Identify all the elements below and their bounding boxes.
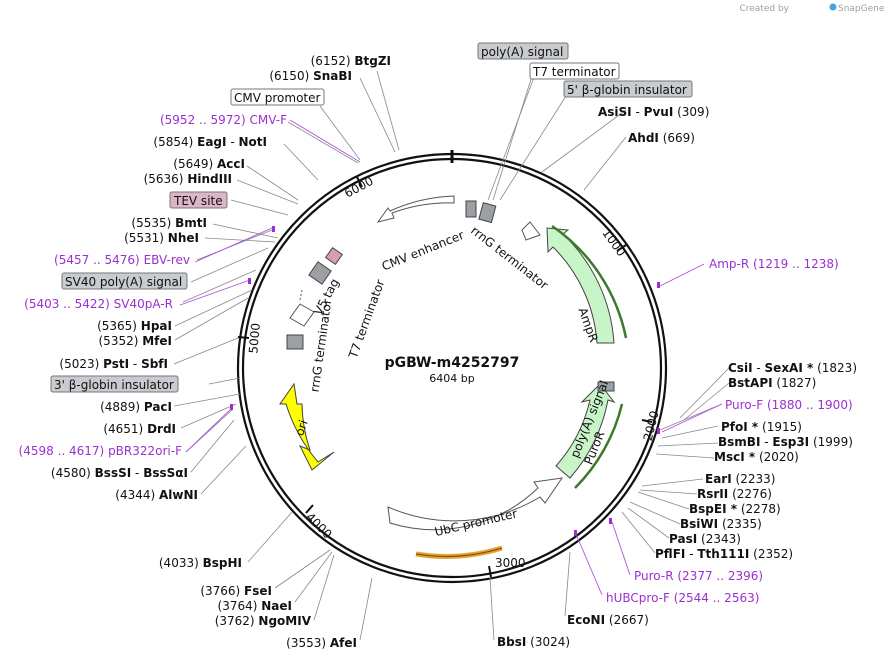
ampr-orf-line <box>551 224 628 339</box>
site-bbsi: BbsI (3024) <box>497 635 570 649</box>
site-hpai: (5365) HpaI <box>97 319 172 333</box>
primer-puro-r: Puro-R (2377 .. 2396) <box>634 569 763 583</box>
site-snabi: (6150) SnaBI <box>269 69 352 83</box>
ori-label: ori <box>292 418 310 437</box>
cmv-enhancer-arrow[interactable] <box>376 195 455 223</box>
site-btgzi: (6152) BtgZI <box>311 54 391 68</box>
ampr-arrow[interactable] <box>546 227 615 344</box>
site-psti-sbfi: (5023) PstI - SbfI <box>59 357 168 371</box>
t7-terminator-label: T7 terminator <box>346 278 388 361</box>
site-labels-left: (6152) BtgZI (6150) SnaBI (5952 .. 5972)… <box>19 54 391 650</box>
site-ngomiv: (3762) NgoMIV <box>215 614 312 628</box>
t7-terminator-box-label <box>529 62 620 80</box>
site-econi: EcoNI (2667) <box>567 613 649 627</box>
primer-leader-lines <box>179 119 723 596</box>
puror-orf-line <box>574 403 624 489</box>
site-mfei: (5352) MfeI <box>99 334 173 348</box>
plasmid-size: 6404 bp <box>429 372 474 385</box>
site-ahdi: AhdI (669) <box>628 131 695 145</box>
v5-tag-mark <box>299 289 303 301</box>
sv40-polya-box[interactable] <box>308 261 332 285</box>
ruler-tick-5000 <box>237 336 250 339</box>
ori-arrow[interactable] <box>279 382 335 471</box>
credit-prefix: Created by <box>739 4 789 14</box>
site-acci: (5649) AccI <box>173 157 245 171</box>
polya-signal-text: poly(A) signal <box>481 45 563 59</box>
beta-globin-3-box[interactable] <box>286 334 304 350</box>
site-bsiwi: BsiWI (2335) <box>680 517 762 531</box>
ruler-label-6000: 6000 <box>342 174 376 201</box>
site-hindiii: (5636) HindIII <box>144 172 232 186</box>
plasmid-name: pGBW-m4252797 <box>385 355 520 371</box>
sv40-polya-text: SV40 poly(A) signal <box>65 275 182 289</box>
snapgene-logo-icon <box>829 3 837 11</box>
site-bspei: BspEI * (2278) <box>689 502 781 516</box>
beta-globin-3-box-label <box>50 375 179 393</box>
snapgene-credit: Created by SnapGene <box>739 3 885 14</box>
cmv-promoter-text: CMV promoter <box>234 91 321 105</box>
site-asisi-pvui: AsiSI - PvuI (309) <box>598 105 709 119</box>
cmv-promoter-box-label <box>230 88 325 106</box>
site-msci: MscI * (2020) <box>714 450 799 464</box>
t7-terminator-text: T7 terminator <box>532 65 616 79</box>
site-rsrii: RsrII (2276) <box>697 487 772 501</box>
ruler-label-5000: 5000 <box>246 322 263 354</box>
t7-terminator-arrow-left[interactable] <box>289 303 315 327</box>
site-bsphi: (4033) BspHI <box>159 556 242 570</box>
polya-signal-box-label <box>477 42 569 60</box>
ubc-promoter-label: UbC promoter <box>433 506 518 539</box>
site-nhei: (5531) NheI <box>124 231 199 245</box>
ruler-tick-1000 <box>616 244 627 252</box>
tev-site-box[interactable] <box>324 246 344 266</box>
rrng-terminator-box[interactable] <box>465 200 477 218</box>
site-fsei: (3766) FseI <box>200 584 272 598</box>
ruler-tick-4000 <box>305 504 314 514</box>
puror-arrow[interactable] <box>555 383 616 479</box>
tev-site-text: TEV site <box>173 194 223 208</box>
primer-hubcpro-f: hUBCpro-F (2544 .. 2563) <box>606 591 759 605</box>
ruler-tick-2000 <box>641 419 653 423</box>
orf-arc-bottom-line <box>415 547 503 557</box>
beta-globin-5-text: 5' β-globin insulator <box>567 83 687 97</box>
ruler-tick-3000 <box>488 565 492 578</box>
primer-amp-r: Amp-R (1219 .. 1238) <box>709 257 839 271</box>
site-bsssi: (4580) BssSI - BssSαI <box>51 466 188 480</box>
site-pfoi: PfoI * (1915) <box>721 420 802 434</box>
sv40-polya-box-label <box>61 272 188 290</box>
credit-brand: SnapGene <box>838 4 885 14</box>
site-pasi: PasI (2343) <box>669 532 741 546</box>
site-eari: EarI (2233) <box>705 472 775 486</box>
site-eagi-noti: (5854) EagI - NotI <box>153 135 267 149</box>
site-pflfi-tth111i: PflFI - Tth111I (2352) <box>655 547 793 561</box>
primer-ebv-rev: (5457 .. 5476) EBV-rev <box>54 253 190 267</box>
primer-cmv-f: (5952 .. 5972) CMV-F <box>160 113 287 127</box>
site-bstapi: BstAPI (1827) <box>728 376 816 390</box>
site-alwni: (4344) AlwNI <box>115 488 198 502</box>
ubc-promoter-arrow[interactable] <box>387 477 564 531</box>
site-bsmbi-esp3i: BsmBI - Esp3I (1999) <box>718 435 853 449</box>
site-bmti: (5535) BmtI <box>131 216 207 230</box>
primer-puro-f: Puro-F (1880 .. 1900) <box>725 398 853 412</box>
leader-lines <box>173 63 730 641</box>
t7-terminator-arrow-top[interactable] <box>521 221 541 241</box>
polya-signal-box[interactable] <box>478 202 497 224</box>
boxed-labels: poly(A) signal T7 terminator 5' β-globin… <box>50 42 693 393</box>
tev-site-box-label <box>169 191 228 209</box>
site-paci: (4889) PacI <box>100 400 172 414</box>
polya-signal-right-box[interactable] <box>597 381 615 392</box>
primer-sv40pa-r: (5403 .. 5422) SV40pA-R <box>24 297 173 311</box>
site-labels-right: AsiSI - PvuI (309) AhdI (669) Amp-R (121… <box>497 105 857 649</box>
ruler-tick-6000 <box>356 176 363 188</box>
beta-globin-3-text: 3' β-globin insulator <box>54 378 174 392</box>
ruler-label-3000: 3000 <box>495 556 526 570</box>
primer-marks <box>230 226 660 536</box>
beta-globin-5-box-label <box>563 80 693 98</box>
primer-pbr322ori-f: (4598 .. 4617) pBR322ori-F <box>19 444 183 458</box>
site-drdi: (4651) DrdI <box>103 422 176 436</box>
site-csii-sexai: CsiI - SexAI * (1823) <box>728 361 857 375</box>
site-afei: (3553) AfeI <box>286 636 357 650</box>
site-naei: (3764) NaeI <box>218 599 292 613</box>
cmv-enhancer-label: CMV enhancer <box>380 228 466 274</box>
